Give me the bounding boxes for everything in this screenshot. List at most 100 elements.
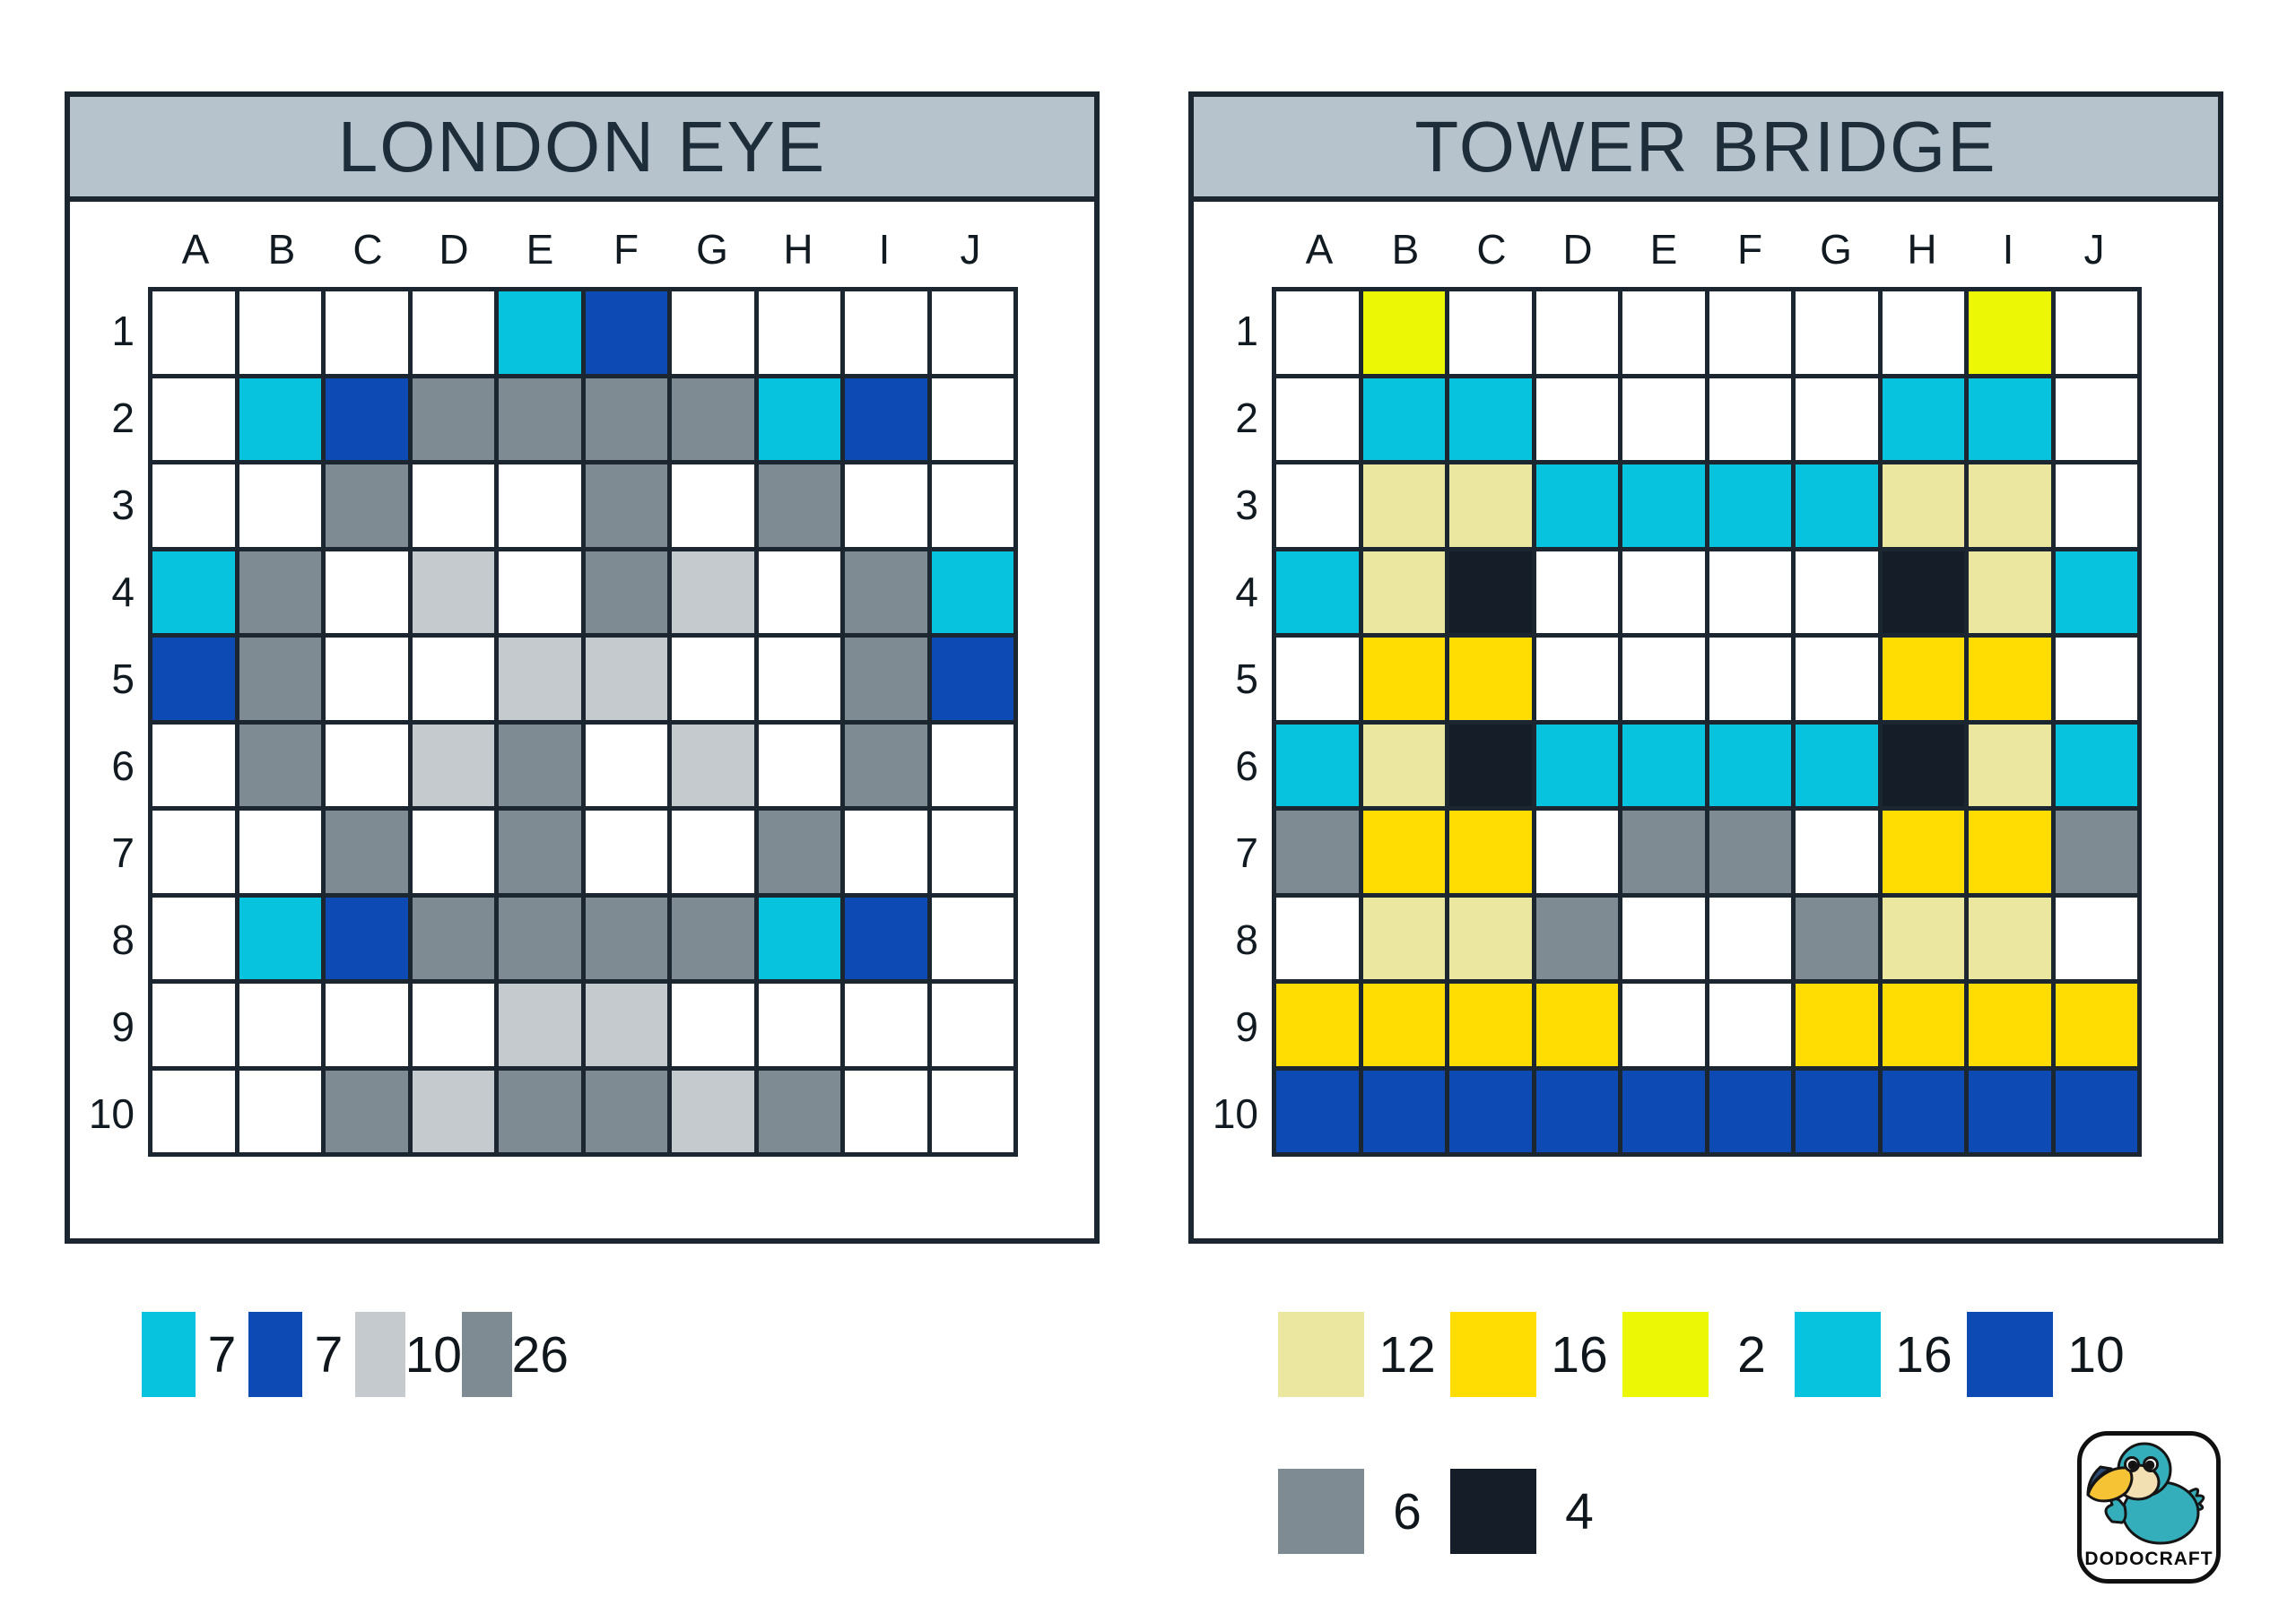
tower-bridge-cell-G8[interactable]	[1796, 897, 1878, 979]
london-eye-cell-A1[interactable]	[152, 291, 235, 374]
london-eye-cell-B6[interactable]	[239, 724, 321, 806]
tower-bridge-cell-B10[interactable]	[1362, 1070, 1445, 1152]
london-eye-cell-D4[interactable]	[412, 551, 494, 633]
london-eye-cell-D5[interactable]	[412, 638, 494, 720]
tower-bridge-cell-E3[interactable]	[1622, 464, 1705, 547]
tower-bridge-cell-F9[interactable]	[1709, 984, 1791, 1066]
tower-bridge-cell-J8[interactable]	[2055, 897, 2137, 979]
london-eye-cell-A9[interactable]	[152, 984, 235, 1066]
tower-bridge-cell-D9[interactable]	[1535, 984, 1618, 1066]
tower-bridge-cell-H9[interactable]	[1882, 984, 1964, 1066]
tower-bridge-cell-I10[interactable]	[1969, 1070, 2051, 1152]
london-eye-cell-D3[interactable]	[412, 464, 494, 547]
tower-bridge-cell-G9[interactable]	[1796, 984, 1878, 1066]
london-eye-cell-I10[interactable]	[845, 1070, 927, 1152]
london-eye-cell-J1[interactable]	[931, 291, 1013, 374]
london-eye-cell-C2[interactable]	[326, 378, 408, 460]
london-eye-cell-D2[interactable]	[412, 378, 494, 460]
tower-bridge-cell-J6[interactable]	[2055, 724, 2137, 806]
london-eye-cell-J5[interactable]	[931, 638, 1013, 720]
london-eye-cell-F6[interactable]	[585, 724, 667, 806]
london-eye-cell-E7[interactable]	[499, 811, 581, 893]
tower-bridge-cell-H5[interactable]	[1882, 638, 1964, 720]
tower-bridge-cell-E9[interactable]	[1622, 984, 1705, 1066]
london-eye-cell-J7[interactable]	[931, 811, 1013, 893]
london-eye-cell-I4[interactable]	[845, 551, 927, 633]
london-eye-cell-C7[interactable]	[326, 811, 408, 893]
tower-bridge-cell-J7[interactable]	[2055, 811, 2137, 893]
tower-bridge-cell-C10[interactable]	[1449, 1070, 1532, 1152]
london-eye-cell-B8[interactable]	[239, 897, 321, 979]
tower-bridge-cell-J10[interactable]	[2055, 1070, 2137, 1152]
tower-bridge-cell-E7[interactable]	[1622, 811, 1705, 893]
tower-bridge-cell-A5[interactable]	[1276, 638, 1359, 720]
london-eye-cell-I8[interactable]	[845, 897, 927, 979]
tower-bridge-cell-E8[interactable]	[1622, 897, 1705, 979]
london-eye-cell-F2[interactable]	[585, 378, 667, 460]
london-eye-cell-H4[interactable]	[758, 551, 840, 633]
london-eye-cell-F7[interactable]	[585, 811, 667, 893]
london-eye-cell-J2[interactable]	[931, 378, 1013, 460]
london-eye-cell-E1[interactable]	[499, 291, 581, 374]
london-eye-cell-A5[interactable]	[152, 638, 235, 720]
tower-bridge-cell-E6[interactable]	[1622, 724, 1705, 806]
tower-bridge-cell-G1[interactable]	[1796, 291, 1878, 374]
london-eye-cell-C9[interactable]	[326, 984, 408, 1066]
tower-bridge-cell-J1[interactable]	[2055, 291, 2137, 374]
tower-bridge-cell-F1[interactable]	[1709, 291, 1791, 374]
london-eye-cell-J10[interactable]	[931, 1070, 1013, 1152]
london-eye-cell-G1[interactable]	[672, 291, 754, 374]
london-eye-cell-I1[interactable]	[845, 291, 927, 374]
london-eye-cell-D6[interactable]	[412, 724, 494, 806]
tower-bridge-cell-F5[interactable]	[1709, 638, 1791, 720]
london-eye-cell-A4[interactable]	[152, 551, 235, 633]
london-eye-cell-B3[interactable]	[239, 464, 321, 547]
london-eye-cell-E2[interactable]	[499, 378, 581, 460]
london-eye-cell-E9[interactable]	[499, 984, 581, 1066]
tower-bridge-cell-F8[interactable]	[1709, 897, 1791, 979]
london-eye-cell-C3[interactable]	[326, 464, 408, 547]
tower-bridge-cell-G6[interactable]	[1796, 724, 1878, 806]
london-eye-cell-J9[interactable]	[931, 984, 1013, 1066]
tower-bridge-cell-A8[interactable]	[1276, 897, 1359, 979]
tower-bridge-cell-F6[interactable]	[1709, 724, 1791, 806]
tower-bridge-cell-B6[interactable]	[1362, 724, 1445, 806]
london-eye-cell-A8[interactable]	[152, 897, 235, 979]
london-eye-cell-B9[interactable]	[239, 984, 321, 1066]
tower-bridge-cell-A9[interactable]	[1276, 984, 1359, 1066]
london-eye-cell-H6[interactable]	[758, 724, 840, 806]
london-eye-cell-J6[interactable]	[931, 724, 1013, 806]
london-eye-cell-H2[interactable]	[758, 378, 840, 460]
london-eye-cell-H7[interactable]	[758, 811, 840, 893]
london-eye-cell-B4[interactable]	[239, 551, 321, 633]
tower-bridge-cell-E5[interactable]	[1622, 638, 1705, 720]
london-eye-cell-C4[interactable]	[326, 551, 408, 633]
tower-bridge-cell-B5[interactable]	[1362, 638, 1445, 720]
london-eye-cell-I2[interactable]	[845, 378, 927, 460]
tower-bridge-cell-I7[interactable]	[1969, 811, 2051, 893]
tower-bridge-cell-F7[interactable]	[1709, 811, 1791, 893]
tower-bridge-cell-B9[interactable]	[1362, 984, 1445, 1066]
london-eye-cell-I6[interactable]	[845, 724, 927, 806]
tower-bridge-cell-G10[interactable]	[1796, 1070, 1878, 1152]
london-eye-cell-E10[interactable]	[499, 1070, 581, 1152]
london-eye-cell-J8[interactable]	[931, 897, 1013, 979]
london-eye-cell-D1[interactable]	[412, 291, 494, 374]
london-eye-cell-E6[interactable]	[499, 724, 581, 806]
london-eye-cell-I7[interactable]	[845, 811, 927, 893]
london-eye-cell-A6[interactable]	[152, 724, 235, 806]
tower-bridge-cell-D4[interactable]	[1535, 551, 1618, 633]
london-eye-cell-G5[interactable]	[672, 638, 754, 720]
tower-bridge-cell-B8[interactable]	[1362, 897, 1445, 979]
tower-bridge-cell-I2[interactable]	[1969, 378, 2051, 460]
london-eye-cell-F4[interactable]	[585, 551, 667, 633]
tower-bridge-cell-J3[interactable]	[2055, 464, 2137, 547]
tower-bridge-cell-D7[interactable]	[1535, 811, 1618, 893]
tower-bridge-cell-I3[interactable]	[1969, 464, 2051, 547]
tower-bridge-cell-E4[interactable]	[1622, 551, 1705, 633]
tower-bridge-cell-H7[interactable]	[1882, 811, 1964, 893]
tower-bridge-cell-G2[interactable]	[1796, 378, 1878, 460]
tower-bridge-cell-G7[interactable]	[1796, 811, 1878, 893]
tower-bridge-cell-C8[interactable]	[1449, 897, 1532, 979]
london-eye-cell-F1[interactable]	[585, 291, 667, 374]
